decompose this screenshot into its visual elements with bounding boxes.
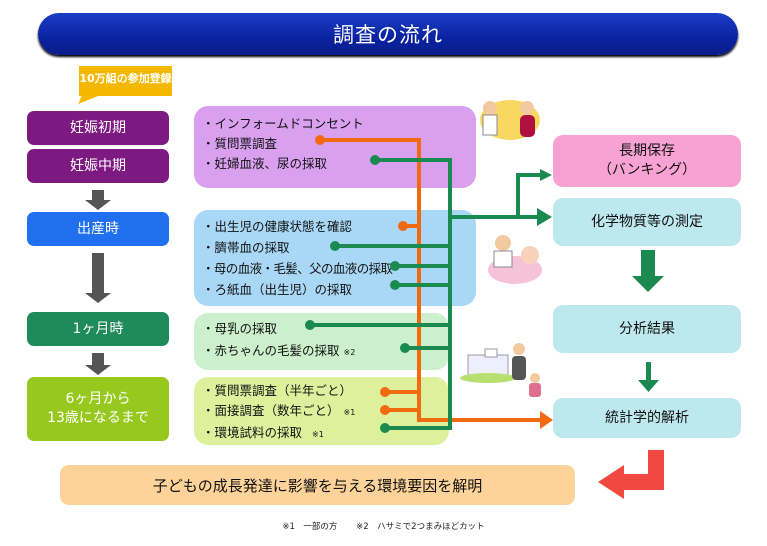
stage-label-line2: 13歳になるまで (47, 410, 149, 426)
title-bar: 調査の流れ (38, 13, 738, 55)
footnote-marker: ※1 (343, 408, 356, 417)
footnote-1: ※1 一部の方 (282, 522, 338, 532)
down-arrow-icon (632, 250, 664, 292)
activity-item: ・インフォームドコンセント (202, 116, 364, 131)
banking-sublabel: （バンキング） (597, 162, 697, 178)
stage-label: 妊娠初期 (70, 119, 126, 136)
down-arrow-icon (85, 353, 111, 375)
stage-six-months-to-13: 6ヶ月から 13歳になるまで (27, 377, 169, 441)
analysis-label: 分析結果 (619, 320, 675, 337)
activity-item: ・ろ紙血（出生児）の採取 (202, 282, 353, 297)
stage-label: 1ヶ月時 (72, 320, 124, 337)
chemical-label: 化学物質等の測定 (591, 213, 703, 230)
activity-item: ・質問票調査（半年ごと） (202, 383, 353, 398)
doctor-consulting-illustration (480, 100, 540, 140)
doctor-examining-baby-illustration (488, 235, 542, 284)
stage-mid-pregnancy: 妊娠中期 (27, 149, 169, 183)
banking-label: 長期保存 (619, 143, 675, 160)
stage-label: 出産時 (77, 220, 119, 237)
activity-text: ・赤ちゃんの毛髪の採取 (202, 343, 340, 358)
down-arrow-icon (638, 362, 659, 392)
activity-item: ・母乳の採取 (202, 321, 278, 336)
orange-arrowhead-icon (540, 411, 553, 429)
statistics-label: 統計学的解析 (605, 409, 689, 426)
down-arrow-icon (85, 190, 111, 210)
callout-text: 10万組の参加登録 (79, 72, 172, 85)
page-title: 調査の流れ (333, 23, 443, 47)
stage-one-month: 1ヶ月時 (27, 312, 169, 346)
activities-later: ・質問票調査（半年ごと） ・面接調査（数年ごと）※1 ・環境試料の採取※1 (194, 377, 449, 445)
footnote-marker: ※2 (343, 348, 356, 357)
stage-label: 妊娠中期 (70, 157, 126, 174)
stage-label-line1: 6ヶ月から (65, 391, 131, 408)
return-arrow-icon (598, 450, 664, 499)
activity-item: ・質問票調査 (202, 136, 278, 151)
stage-birth: 出産時 (27, 212, 169, 246)
hospital-family-illustration (460, 343, 541, 397)
orange-dots (315, 135, 408, 415)
green-arrowhead-icon (537, 208, 552, 226)
down-arrow-icon (85, 253, 111, 303)
activities-pregnancy: ・インフォームドコンセント ・質問票調査 ・妊婦血液、尿の採取 (194, 106, 476, 188)
result-analysis: 分析結果 (553, 305, 741, 353)
registration-callout: 10万組の参加登録 (79, 66, 172, 96)
activity-item: ・妊婦血液、尿の採取 (202, 156, 328, 171)
activity-item: ・臍帯血の採取 (202, 240, 290, 255)
activity-text: ・面接調査（数年ごと） (202, 403, 340, 418)
footnotes: ※1 一部の方 ※2 ハサミで2つまみほどカット (0, 520, 767, 532)
activity-item: ・赤ちゃんの毛髪の採取※2 (202, 340, 441, 364)
result-banking: 長期保存 （バンキング） (553, 135, 741, 187)
activity-item: ・面接調査（数年ごと）※1 (202, 401, 441, 423)
activity-item: ・出生児の健康状態を確認 (202, 219, 353, 234)
stage-early-pregnancy: 妊娠初期 (27, 111, 169, 145)
conclusion-box: 子どもの成長発達に影響を与える環境要因を解明 (60, 465, 575, 505)
conclusion-text: 子どもの成長発達に影響を与える環境要因を解明 (152, 476, 483, 495)
activity-text: ・環境試料の採取 (202, 425, 303, 440)
footnote-marker: ※1 (312, 430, 324, 439)
activity-item: ・母の血液・毛髪、父の血液の採取 (202, 261, 393, 276)
green-connector (310, 158, 540, 430)
activity-item: ・環境試料の採取 ※1 (202, 423, 441, 445)
footnote-2: ※2 ハサミで2つまみほどカット (356, 522, 485, 532)
result-statistics: 統計学的解析 (553, 398, 741, 438)
green-arrowhead-icon (540, 169, 552, 181)
activities-birth: ・出生児の健康状態を確認 ・臍帯血の採取 ・母の血液・毛髪、父の血液の採取 ・ろ… (194, 210, 476, 306)
activities-one-month: ・母乳の採取 ・赤ちゃんの毛髪の採取※2 (194, 313, 449, 370)
green-dots (305, 155, 410, 433)
result-chemical-measurement: 化学物質等の測定 (553, 198, 741, 246)
